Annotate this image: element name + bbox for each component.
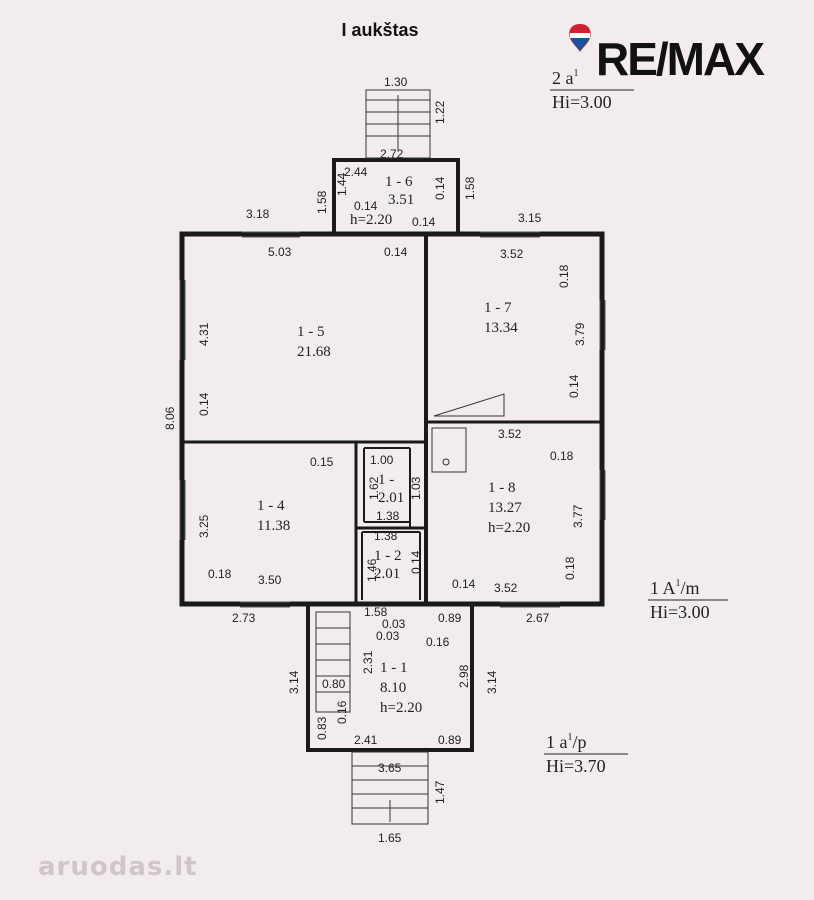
room-1-8-id: 1 - 8	[488, 480, 516, 496]
dim-label: 2.31	[361, 650, 375, 674]
dim-label: 0.16	[335, 700, 349, 724]
room-1-8-area: 13.27	[488, 500, 522, 516]
dim-label: 3.77	[571, 504, 585, 528]
room-1-6-height: h=2.20	[350, 212, 392, 228]
windows	[179, 231, 606, 608]
room-1-1-area: 8.10	[380, 680, 406, 696]
dim-label: 3.18	[246, 207, 270, 221]
dim-label: 1.44	[335, 172, 349, 196]
stairs	[315, 89, 505, 825]
dim-label: 3.52	[494, 581, 518, 595]
dim-label: 0.15	[310, 455, 334, 469]
dim-label: 3.14	[287, 670, 301, 694]
room-1-1-height: h=2.20	[380, 700, 422, 716]
dim-label: 1.30	[384, 75, 408, 89]
room-1-8-height: h=2.20	[488, 520, 530, 536]
dim-label: 2.72	[380, 147, 404, 161]
dim-label: 3.52	[498, 427, 522, 441]
dim-label: 0.03	[382, 617, 406, 631]
dim-label: 0.14	[452, 577, 476, 591]
floor-info-bottom: Hi=3.70	[546, 756, 606, 776]
dim-label: 3.15	[518, 211, 542, 225]
dim-label: 8.06	[163, 406, 177, 430]
page-title: I aukštas	[341, 20, 419, 40]
dim-label: 1.00	[370, 453, 394, 467]
dim-label: 0.83	[315, 716, 329, 740]
dim-label: 1.38	[376, 509, 400, 523]
dim-label: 0.18	[557, 264, 571, 288]
dim-label: 3.52	[500, 247, 524, 261]
dimension-labels: 1.30 1.22 2.72 2.44 1.44 1.58 0.14 0.14 …	[163, 75, 587, 845]
room-1-4-area: 11.38	[257, 518, 290, 534]
room-1-2-area: 2.01	[374, 566, 400, 582]
floor-info-bottom: Hi=3.00	[650, 602, 710, 622]
dim-label: 1.58	[463, 176, 477, 200]
room-1-4-id: 1 - 4	[257, 498, 285, 514]
dim-label: 3.79	[573, 322, 587, 346]
room-1-5-area: 21.68	[297, 344, 331, 360]
dim-label: 3.65	[378, 761, 402, 775]
room-1-3-id: 1 -	[378, 472, 394, 488]
dim-label: 2.73	[232, 611, 256, 625]
room-1-5-id: 1 - 5	[297, 324, 325, 340]
dim-label: 3.25	[197, 514, 211, 538]
dim-label: 0.14	[409, 550, 423, 574]
aruodas-watermark: aruodas.lt	[38, 852, 198, 882]
floor-info: 2 a1 Hi=3.00 1 A1/m Hi=3.00 1 a1/p Hi=3.…	[544, 68, 728, 776]
dim-label: 0.03	[376, 629, 400, 643]
dim-label: 0.18	[208, 567, 232, 581]
balloon-icon	[569, 24, 591, 52]
dim-label: 5.03	[268, 245, 292, 259]
dim-label: 1.47	[433, 780, 447, 804]
dim-label: 1.22	[433, 100, 447, 124]
dim-label: 0.89	[438, 611, 462, 625]
dim-label: 0.14	[412, 215, 436, 229]
room-1-6-area: 3.51	[388, 192, 414, 208]
dim-label: 1.58	[315, 190, 329, 214]
dim-label: 1.62	[367, 476, 381, 500]
dim-label: 4.31	[197, 322, 211, 346]
dim-label: 1.58	[364, 605, 388, 619]
dim-label: 0.14	[567, 374, 581, 398]
remax-logo: RE/MAX	[596, 33, 765, 85]
dim-label: 1.03	[409, 476, 423, 500]
floor-info-bottom: Hi=3.00	[552, 92, 612, 112]
room-1-7-id: 1 - 7	[484, 300, 512, 316]
dim-label: 2.67	[526, 611, 550, 625]
dim-label: 0.14	[197, 392, 211, 416]
room-1-3-area: 2.01	[378, 490, 404, 506]
room-labels: 1 - 6 3.51 h=2.20 1 - 5 21.68 1 - 7 13.3…	[257, 174, 530, 716]
dim-label: 3.14	[485, 670, 499, 694]
dim-label: 1.65	[378, 831, 402, 845]
floor-info-top: 2 a1	[552, 68, 579, 88]
dim-label: 0.14	[354, 199, 378, 213]
dim-label: 0.14	[433, 176, 447, 200]
walls	[179, 158, 605, 752]
dim-label: 0.16	[426, 635, 450, 649]
dim-label: 3.50	[258, 573, 282, 587]
dim-label: 1.38	[374, 529, 398, 543]
dim-label: 0.89	[438, 733, 462, 747]
dim-label: 2.44	[344, 165, 368, 179]
room-1-7-area: 13.34	[484, 320, 518, 336]
dim-label: 2.41	[354, 733, 378, 747]
room-1-2-id: 1 - 2	[374, 548, 402, 564]
dim-label: 1.46	[365, 558, 379, 582]
dim-label: 0.18	[563, 556, 577, 580]
dim-label: 0.80	[322, 677, 346, 691]
dim-label: 0.18	[550, 449, 574, 463]
room-1-1-id: 1 - 1	[380, 660, 408, 676]
floor-info-top: 1 a1/p	[546, 732, 587, 752]
dim-label: 2.98	[457, 664, 471, 688]
floor-info-top: 1 A1/m	[650, 578, 700, 598]
room-1-6-id: 1 - 6	[385, 174, 413, 190]
dim-label: 0.14	[384, 245, 408, 259]
